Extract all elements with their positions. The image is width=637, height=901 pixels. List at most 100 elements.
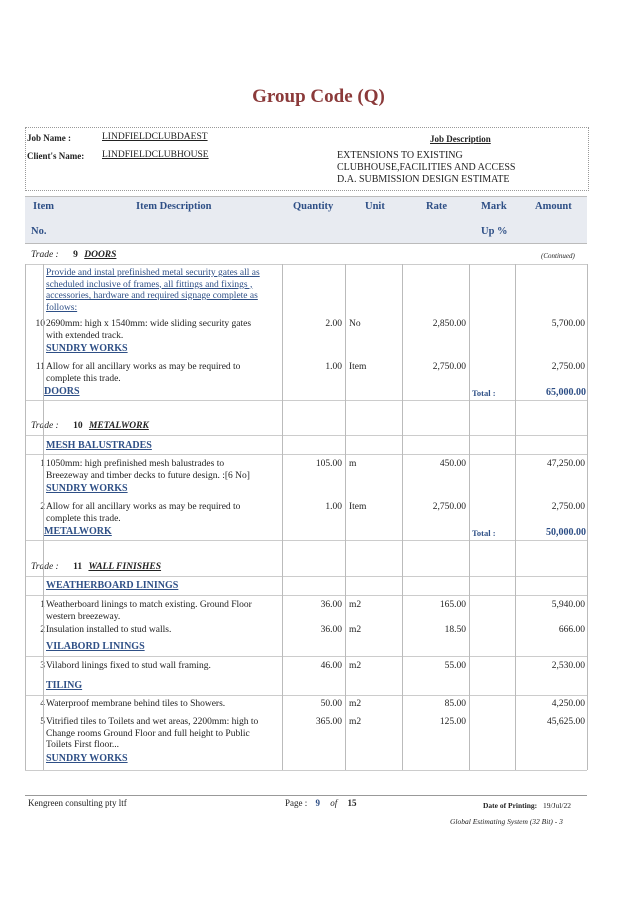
trade-number: 11 [73, 562, 83, 572]
page-indicator: Page : 9 of 15 [285, 798, 357, 808]
preamble-line: accessories, hardware and required signa… [46, 291, 258, 301]
item-no: 2 [40, 502, 45, 512]
divider [25, 435, 587, 436]
job-description-line: EXTENSIONS TO EXISTING [337, 150, 463, 161]
job-info-box [25, 127, 589, 191]
page-title: Group Code (Q) [252, 86, 385, 107]
item-description: Weatherboard linings to match existing. … [46, 600, 286, 623]
divider [25, 770, 587, 771]
item-description: Insulation installed to stud walls. [46, 625, 286, 637]
continued-note: (Continued) [541, 252, 575, 260]
table-border-right [587, 264, 588, 770]
item-rate: 18.50 [444, 625, 466, 635]
item-quantity: 46.00 [320, 661, 342, 671]
divider [25, 264, 587, 265]
system-name: Global Estimating System (32 Bit) - 3 [450, 817, 563, 826]
item-quantity: 105.00 [315, 459, 342, 469]
desc-line: Insulation installed to stud walls. [46, 625, 172, 635]
desc-line: Vitrified tiles to Toilets and wet areas… [46, 717, 259, 727]
divider [25, 400, 587, 401]
item-unit: m2 [349, 600, 362, 610]
section-heading: SUNDRY WORKS [46, 343, 128, 354]
desc-line: 2690mm: high x 1540mm: wide sliding secu… [46, 319, 252, 329]
item-amount: 5,700.00 [551, 319, 585, 329]
trade-number: 9 [73, 250, 78, 260]
desc-line: Breezeway and timber decks to future des… [46, 470, 250, 481]
trade-name: DOORS [84, 250, 117, 260]
desc-line: complete this trade. [46, 373, 121, 384]
col-header-mark: Mark [481, 201, 507, 212]
trade-total-name: DOORS [44, 386, 80, 397]
job-name-label: Job Name : [27, 133, 71, 143]
trade-label: Trade : [31, 421, 59, 431]
item-quantity: 36.00 [320, 600, 342, 610]
preamble-line: scheduled inclusive of frames, all fitti… [46, 279, 253, 290]
desc-line: complete this trade. [46, 513, 121, 524]
desc-line: Waterproof membrane behind tiles to Show… [46, 699, 226, 709]
item-quantity: 1.00 [325, 362, 342, 372]
desc-line: with extended track. [46, 330, 124, 341]
col-header-rate: Rate [426, 201, 447, 212]
print-date: Date of Printing: 19/Jul/22 [483, 801, 571, 810]
trade-heading: Trade : 10 METALWORK [31, 421, 149, 431]
item-rate: 2,850.00 [432, 319, 466, 329]
item-amount: 666.00 [558, 625, 585, 635]
column-rule [469, 264, 470, 770]
desc-line: 1050mm: high prefinished mesh balustrade… [46, 459, 225, 469]
item-amount: 4,250.00 [551, 699, 585, 709]
page-number: 9 [315, 798, 321, 808]
client-name-value: LINDFIELDCLUBHOUSE [102, 150, 209, 160]
divider [25, 695, 587, 696]
item-unit: m2 [349, 717, 362, 727]
desc-line: Weatherboard linings to match existing. … [46, 600, 252, 610]
desc-line: Allow for all ancillary works as may be … [46, 362, 241, 372]
item-quantity: 365.00 [315, 717, 342, 727]
item-description: 1050mm: high prefinished mesh balustrade… [46, 459, 286, 482]
total-label: Total : [472, 528, 496, 538]
item-unit: m [349, 459, 357, 469]
col-header-item: Item [33, 201, 54, 212]
item-description: Vilabord linings fixed to stud wall fram… [46, 661, 286, 673]
item-description: Vitrified tiles to Toilets and wet areas… [46, 717, 286, 752]
print-date-value: 19/Jul/22 [543, 801, 571, 810]
table-border-left [25, 264, 26, 770]
item-quantity: 1.00 [325, 502, 342, 512]
column-header-band [25, 196, 587, 244]
col-header-item-no: No. [31, 226, 47, 237]
trade-heading: Trade : 11 WALL FINISHES [31, 562, 161, 572]
trade-label: Trade : [31, 250, 59, 260]
col-header-mark-up: Up % [481, 226, 508, 237]
client-name-label: Client's Name: [27, 151, 85, 161]
item-description: Allow for all ancillary works as may be … [46, 502, 286, 525]
column-rule [515, 264, 516, 770]
desc-line: Allow for all ancillary works as may be … [46, 502, 241, 512]
col-header-quantity: Quantity [293, 201, 334, 212]
company-name: Kengreen consulting pty ltf [28, 798, 127, 808]
column-rule [345, 264, 346, 770]
job-name-value: LINDFIELDCLUBDAEST [102, 132, 208, 142]
column-rule [282, 264, 283, 770]
item-no: 10 [35, 319, 46, 329]
footer-rule [25, 795, 587, 796]
divider [25, 656, 587, 657]
item-quantity: 2.00 [325, 319, 342, 329]
item-amount: 5,940.00 [551, 600, 585, 610]
item-amount: 2,530.00 [551, 661, 585, 671]
item-amount: 47,250.00 [547, 459, 585, 469]
item-amount: 45,625.00 [547, 717, 585, 727]
item-unit: m2 [349, 699, 362, 709]
section-heading: SUNDRY WORKS [46, 753, 128, 764]
item-rate: 450.00 [439, 459, 466, 469]
desc-line: Toilets First floor... [46, 740, 119, 750]
item-rate: 125.00 [439, 717, 466, 727]
item-rate: 165.00 [439, 600, 466, 610]
trade-number: 10 [73, 421, 83, 431]
item-quantity: 36.00 [320, 625, 342, 635]
item-rate: 2,750.00 [432, 362, 466, 372]
job-description: EXTENSIONS TO EXISTING CLUBHOUSE,FACILIT… [337, 150, 515, 186]
page-count: 15 [347, 798, 357, 808]
section-heading: SUNDRY WORKS [46, 483, 128, 494]
trade-total: 50,000.00 [546, 527, 586, 538]
total-label: Total : [472, 388, 496, 398]
item-description: 2690mm: high x 1540mm: wide sliding secu… [46, 319, 286, 342]
